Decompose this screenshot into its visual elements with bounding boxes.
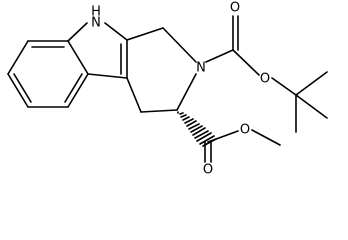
bond-n2-c3 xyxy=(176,73,197,111)
atom-n-ring: N xyxy=(196,61,206,76)
bond-c4-c4a xyxy=(126,77,142,113)
bond-o-me xyxy=(251,129,281,146)
bond-lines xyxy=(7,15,328,163)
bond-n-c8a xyxy=(104,22,128,41)
bond-c7a-n xyxy=(67,22,88,42)
bond-c1-n2 xyxy=(162,27,197,63)
bond-ctbu-me1 xyxy=(295,71,328,96)
atom-o-boc-carbonyl: O xyxy=(230,1,240,16)
bond-ctbu-me2 xyxy=(295,94,328,119)
bond-b3-b4-inner xyxy=(64,73,83,103)
atom-o-boc-ether: O xyxy=(260,72,270,87)
bond-b3-b4 xyxy=(67,73,89,108)
bond-b2-b3 xyxy=(67,40,89,75)
bond-b5-b6-inner xyxy=(13,73,32,103)
bond-b6-b1 xyxy=(7,40,29,75)
atom-nh-h: H xyxy=(91,5,101,20)
atom-o-ester-ether: O xyxy=(240,123,250,138)
atom-nh-n: N xyxy=(91,16,101,31)
bond-c3-c4 xyxy=(140,109,178,113)
stereo-hashed-wedge xyxy=(177,111,217,147)
atom-o-ester-carbonyl: O xyxy=(203,163,213,178)
bond-c4a-c3a xyxy=(87,73,128,79)
bond-cboc-o-ether xyxy=(232,49,260,76)
bond-c8a-c1 xyxy=(126,27,164,41)
bond-n2-cboc xyxy=(205,49,234,63)
atom-labels: H N N O O O O xyxy=(91,1,270,178)
chemical-structure-diagram: H N N O O O O xyxy=(7,1,328,178)
bond-b5-b6 xyxy=(7,73,29,108)
bond-o-ctbu xyxy=(271,77,297,96)
